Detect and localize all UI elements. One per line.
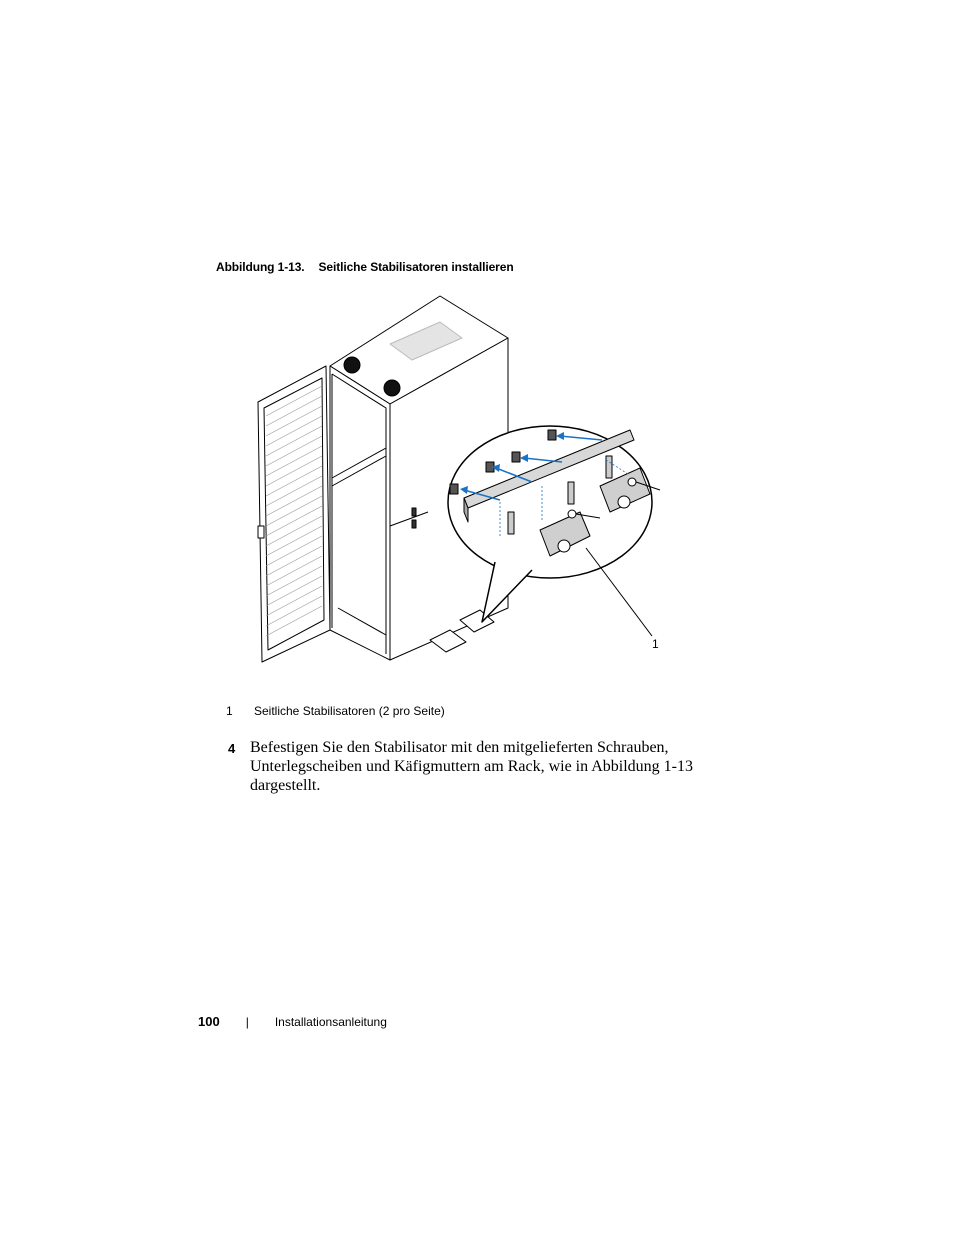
figure-label: Abbildung 1-13.	[216, 260, 305, 274]
footer-section: Installationsanleitung	[274, 1015, 387, 1029]
bracket-1	[539, 511, 591, 557]
cage-nut-3	[511, 451, 521, 463]
page-number: 100	[198, 1014, 220, 1029]
cage-nut-4	[547, 429, 557, 441]
footer-separator: |	[245, 1015, 249, 1029]
rack-vent	[389, 321, 463, 361]
rack-top-hole-2	[383, 379, 401, 397]
step-number: 4	[228, 741, 236, 756]
figure-caption: Abbildung 1-13. Seitliche Stabilisatoren …	[216, 260, 514, 274]
legend-number: 1	[226, 704, 233, 718]
rack-foot-1	[429, 629, 467, 653]
legend-text: Seitliche Stabilisatoren (2 pro Seite)	[254, 704, 445, 718]
cage-nut-1	[449, 483, 459, 495]
page-footer: 100 | Installationsanleitung	[198, 1014, 387, 1029]
figure-title: Seitliche Stabilisatoren installieren	[318, 260, 514, 274]
bracket-2	[599, 467, 651, 513]
detail-circle	[447, 425, 653, 579]
screw-2	[627, 477, 661, 491]
callout-number: 1	[652, 637, 659, 651]
rack-top-hole-1	[343, 356, 361, 374]
figure-legend: 1 Seitliche Stabilisatoren (2 pro Seite)	[226, 704, 445, 718]
rack-stabilizer-illustration: 1	[257, 295, 661, 663]
step-text: Befestigen Sie den Stabilisator mit den …	[250, 739, 694, 794]
callout-leader	[585, 547, 653, 637]
screw-1	[567, 509, 601, 519]
rack-front	[329, 365, 391, 661]
